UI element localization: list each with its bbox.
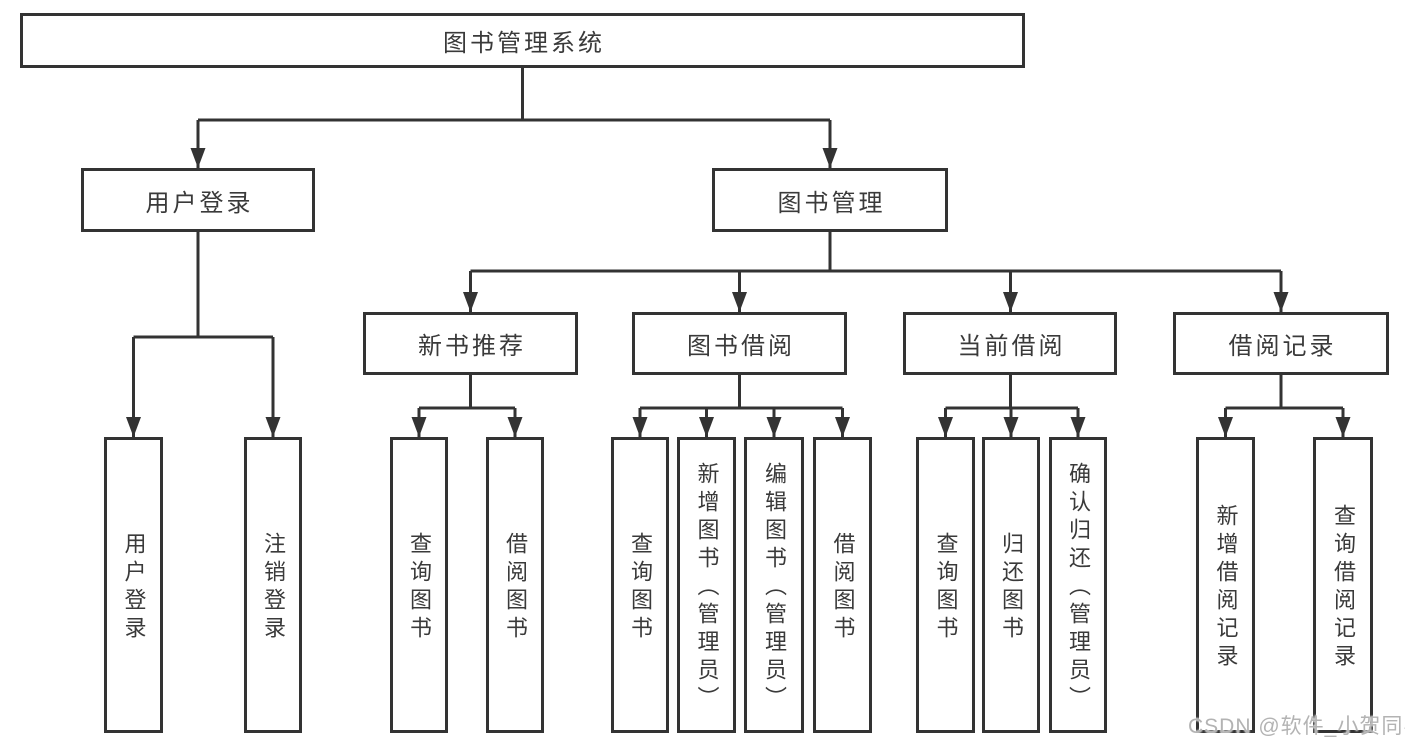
node-label: 借阅图书 [503, 532, 528, 644]
leaf-confirm-return-admin: 确认归还（管理员） [1049, 437, 1107, 733]
leaf-return-book: 归还图书 [982, 437, 1040, 733]
node-label: 确认归还（管理员） [1066, 462, 1091, 714]
node-user-login-group: 用户登录 [81, 168, 315, 232]
node-label: 借阅图书 [830, 532, 856, 644]
node-label: 编辑图书（管理员） [762, 462, 787, 714]
node-system-root: 图书管理系统 [20, 13, 1025, 68]
node-label: 新增图书（管理员） [694, 462, 720, 714]
leaf-query-borrow-record: 查询借阅记录 [1313, 437, 1373, 733]
node-label: 用户登录 [145, 189, 254, 217]
node-label: 当前借阅 [957, 333, 1066, 360]
leaf-add-borrow-record: 新增借阅记录 [1196, 437, 1255, 733]
node-book-management: 图书管理 [712, 168, 948, 232]
node-new-book-recommend: 新书推荐 [363, 312, 578, 375]
node-label: 图书管理 [777, 189, 886, 217]
leaf-borrow-books-1: 借阅图书 [486, 437, 544, 733]
leaf-user-login: 用户登录 [104, 437, 163, 733]
leaf-query-books-1: 查询图书 [390, 437, 448, 733]
node-borrow-records: 借阅记录 [1173, 312, 1389, 375]
node-label: 查询图书 [407, 532, 432, 644]
node-label: 借阅记录 [1228, 333, 1337, 360]
node-label: 新增借阅记录 [1213, 504, 1239, 672]
node-label: 用户登录 [121, 532, 147, 644]
node-label: 查询图书 [628, 532, 653, 644]
watermark: CSDN @软件_小贺同学 [1188, 715, 1405, 738]
leaf-edit-book-admin: 编辑图书（管理员） [744, 437, 804, 733]
node-book-borrow: 图书借阅 [632, 312, 847, 375]
node-label: 查询图书 [933, 532, 959, 644]
leaf-borrow-books-2: 借阅图书 [813, 437, 872, 733]
node-current-borrow: 当前借阅 [903, 312, 1117, 375]
node-label: 归还图书 [999, 532, 1024, 644]
node-label: 查询借阅记录 [1331, 504, 1356, 672]
connector-edges [126, 68, 1351, 437]
node-label: 新书推荐 [418, 333, 526, 360]
node-label: 图书借阅 [687, 333, 795, 360]
leaf-add-book-admin: 新增图书（管理员） [677, 437, 736, 733]
leaf-query-books-3: 查询图书 [916, 437, 975, 733]
leaf-query-books-2: 查询图书 [611, 437, 669, 733]
node-label: 注销登录 [261, 532, 286, 644]
node-label: 图书管理系统 [443, 30, 605, 57]
leaf-logout: 注销登录 [244, 437, 302, 733]
